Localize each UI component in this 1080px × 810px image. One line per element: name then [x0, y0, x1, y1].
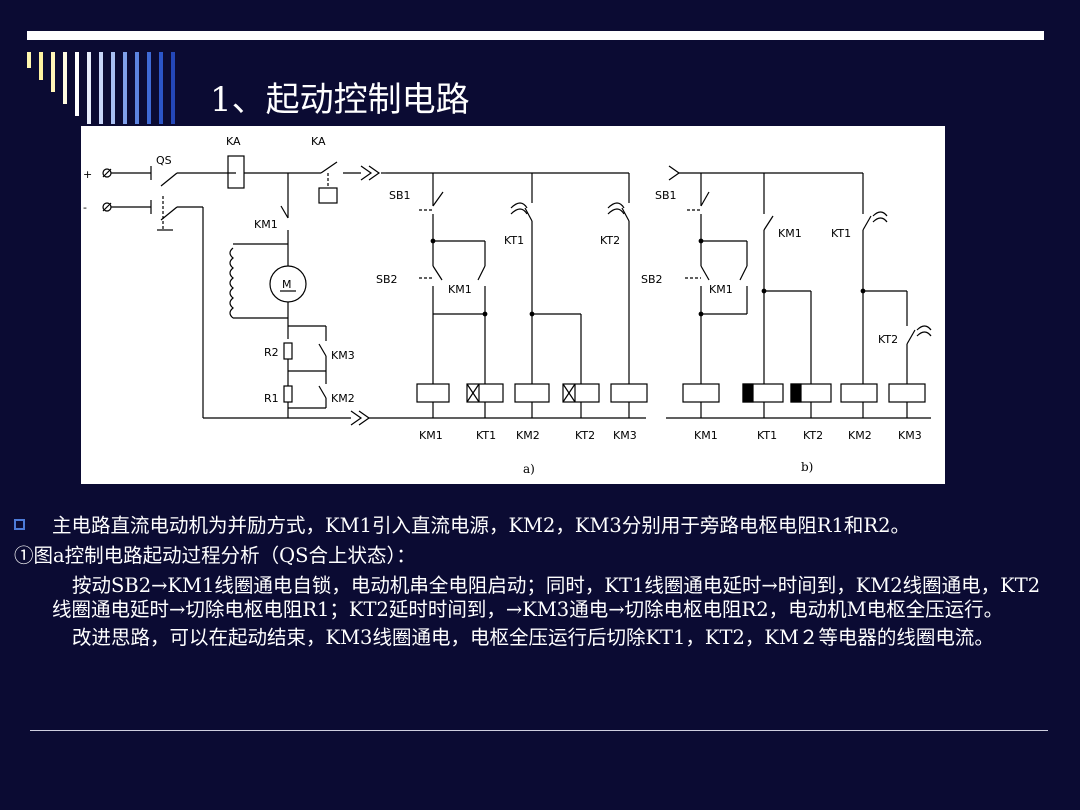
a-kt2-label: KT2	[600, 234, 620, 247]
a-km1-label: KM1	[448, 283, 472, 296]
top-rule	[27, 31, 1044, 40]
caption-a: a)	[523, 462, 535, 476]
b-coil-label: KM3	[898, 429, 922, 442]
a-sb2-label: SB2	[376, 273, 398, 286]
a-coil-label: KM3	[613, 429, 637, 442]
square-bullet-icon	[14, 519, 25, 530]
b-coil-label: KM1	[694, 429, 718, 442]
minus-label: -	[83, 201, 87, 214]
a-coil-label: KM1	[419, 429, 443, 442]
bottom-rule	[30, 730, 1048, 731]
a-coil-label: KT2	[575, 429, 595, 442]
b-sb2-label: SB2	[641, 273, 663, 286]
b-kt1-label: KT1	[831, 227, 851, 240]
motor-label: M	[282, 278, 292, 291]
b-sb1-label: SB1	[655, 189, 677, 202]
a-kt1-label: KT1	[504, 234, 524, 247]
a-coil-label: KM2	[516, 429, 540, 442]
analysis-paragraph: 按动SB2→KM1线圈通电自锁，电动机串全电阻启动；同时，KT1线圈通电延时→时…	[52, 574, 1041, 621]
circuit-diagram: KA KA QS + - KM1	[81, 126, 945, 484]
improvement-paragraph: 改进思路，可以在起动结束，KM3线圈通电，电枢全压运行后切除KT1，KT2，KM…	[72, 626, 994, 649]
b-coil-label: KM2	[848, 429, 872, 442]
analysis-heading: ①图a控制电路起动过程分析（QS合上状态）：	[14, 544, 416, 567]
bullet-text: 主电路直流电动机为并励方式，KM1引入直流电源，KM2，KM3分别用于旁路电枢电…	[52, 514, 911, 537]
control-circuit-a: SB1 SB2 KM1 KT1 KT2	[376, 172, 648, 476]
slide-body: 主电路直流电动机为并励方式，KM1引入直流电源，KM2，KM3分别用于旁路电枢电…	[14, 514, 1054, 650]
ka1-label: KA	[226, 135, 241, 148]
main-circuit: KA KA QS + - KM1	[83, 135, 386, 426]
km3-contact-label: KM3	[331, 349, 355, 362]
r2-label: R2	[264, 346, 279, 359]
ka2-label: KA	[311, 135, 326, 148]
a-coil-label: KT1	[476, 429, 496, 442]
b-coil-label: KT2	[803, 429, 823, 442]
a-sb1-label: SB1	[389, 189, 411, 202]
b-coil-label: KT1	[757, 429, 777, 442]
bullet-item: 主电路直流电动机为并励方式，KM1引入直流电源，KM2，KM3分别用于旁路电枢电…	[14, 514, 1054, 538]
b-kt2-label: KT2	[878, 333, 898, 346]
control-circuit-b: SB1 SB2 KM1 KM1 KT1 KT2	[641, 165, 932, 474]
b-km1c-label: KM1	[778, 227, 802, 240]
plus-label: +	[83, 168, 92, 181]
b-km1-label: KM1	[709, 283, 733, 296]
caption-b: b)	[801, 460, 813, 474]
slide-title: 1、起动控制电路	[210, 80, 470, 120]
km1-main-label: KM1	[254, 218, 278, 231]
qs-label: QS	[156, 154, 172, 167]
km2-contact-label: KM2	[331, 392, 355, 405]
r1-label: R1	[264, 392, 279, 405]
